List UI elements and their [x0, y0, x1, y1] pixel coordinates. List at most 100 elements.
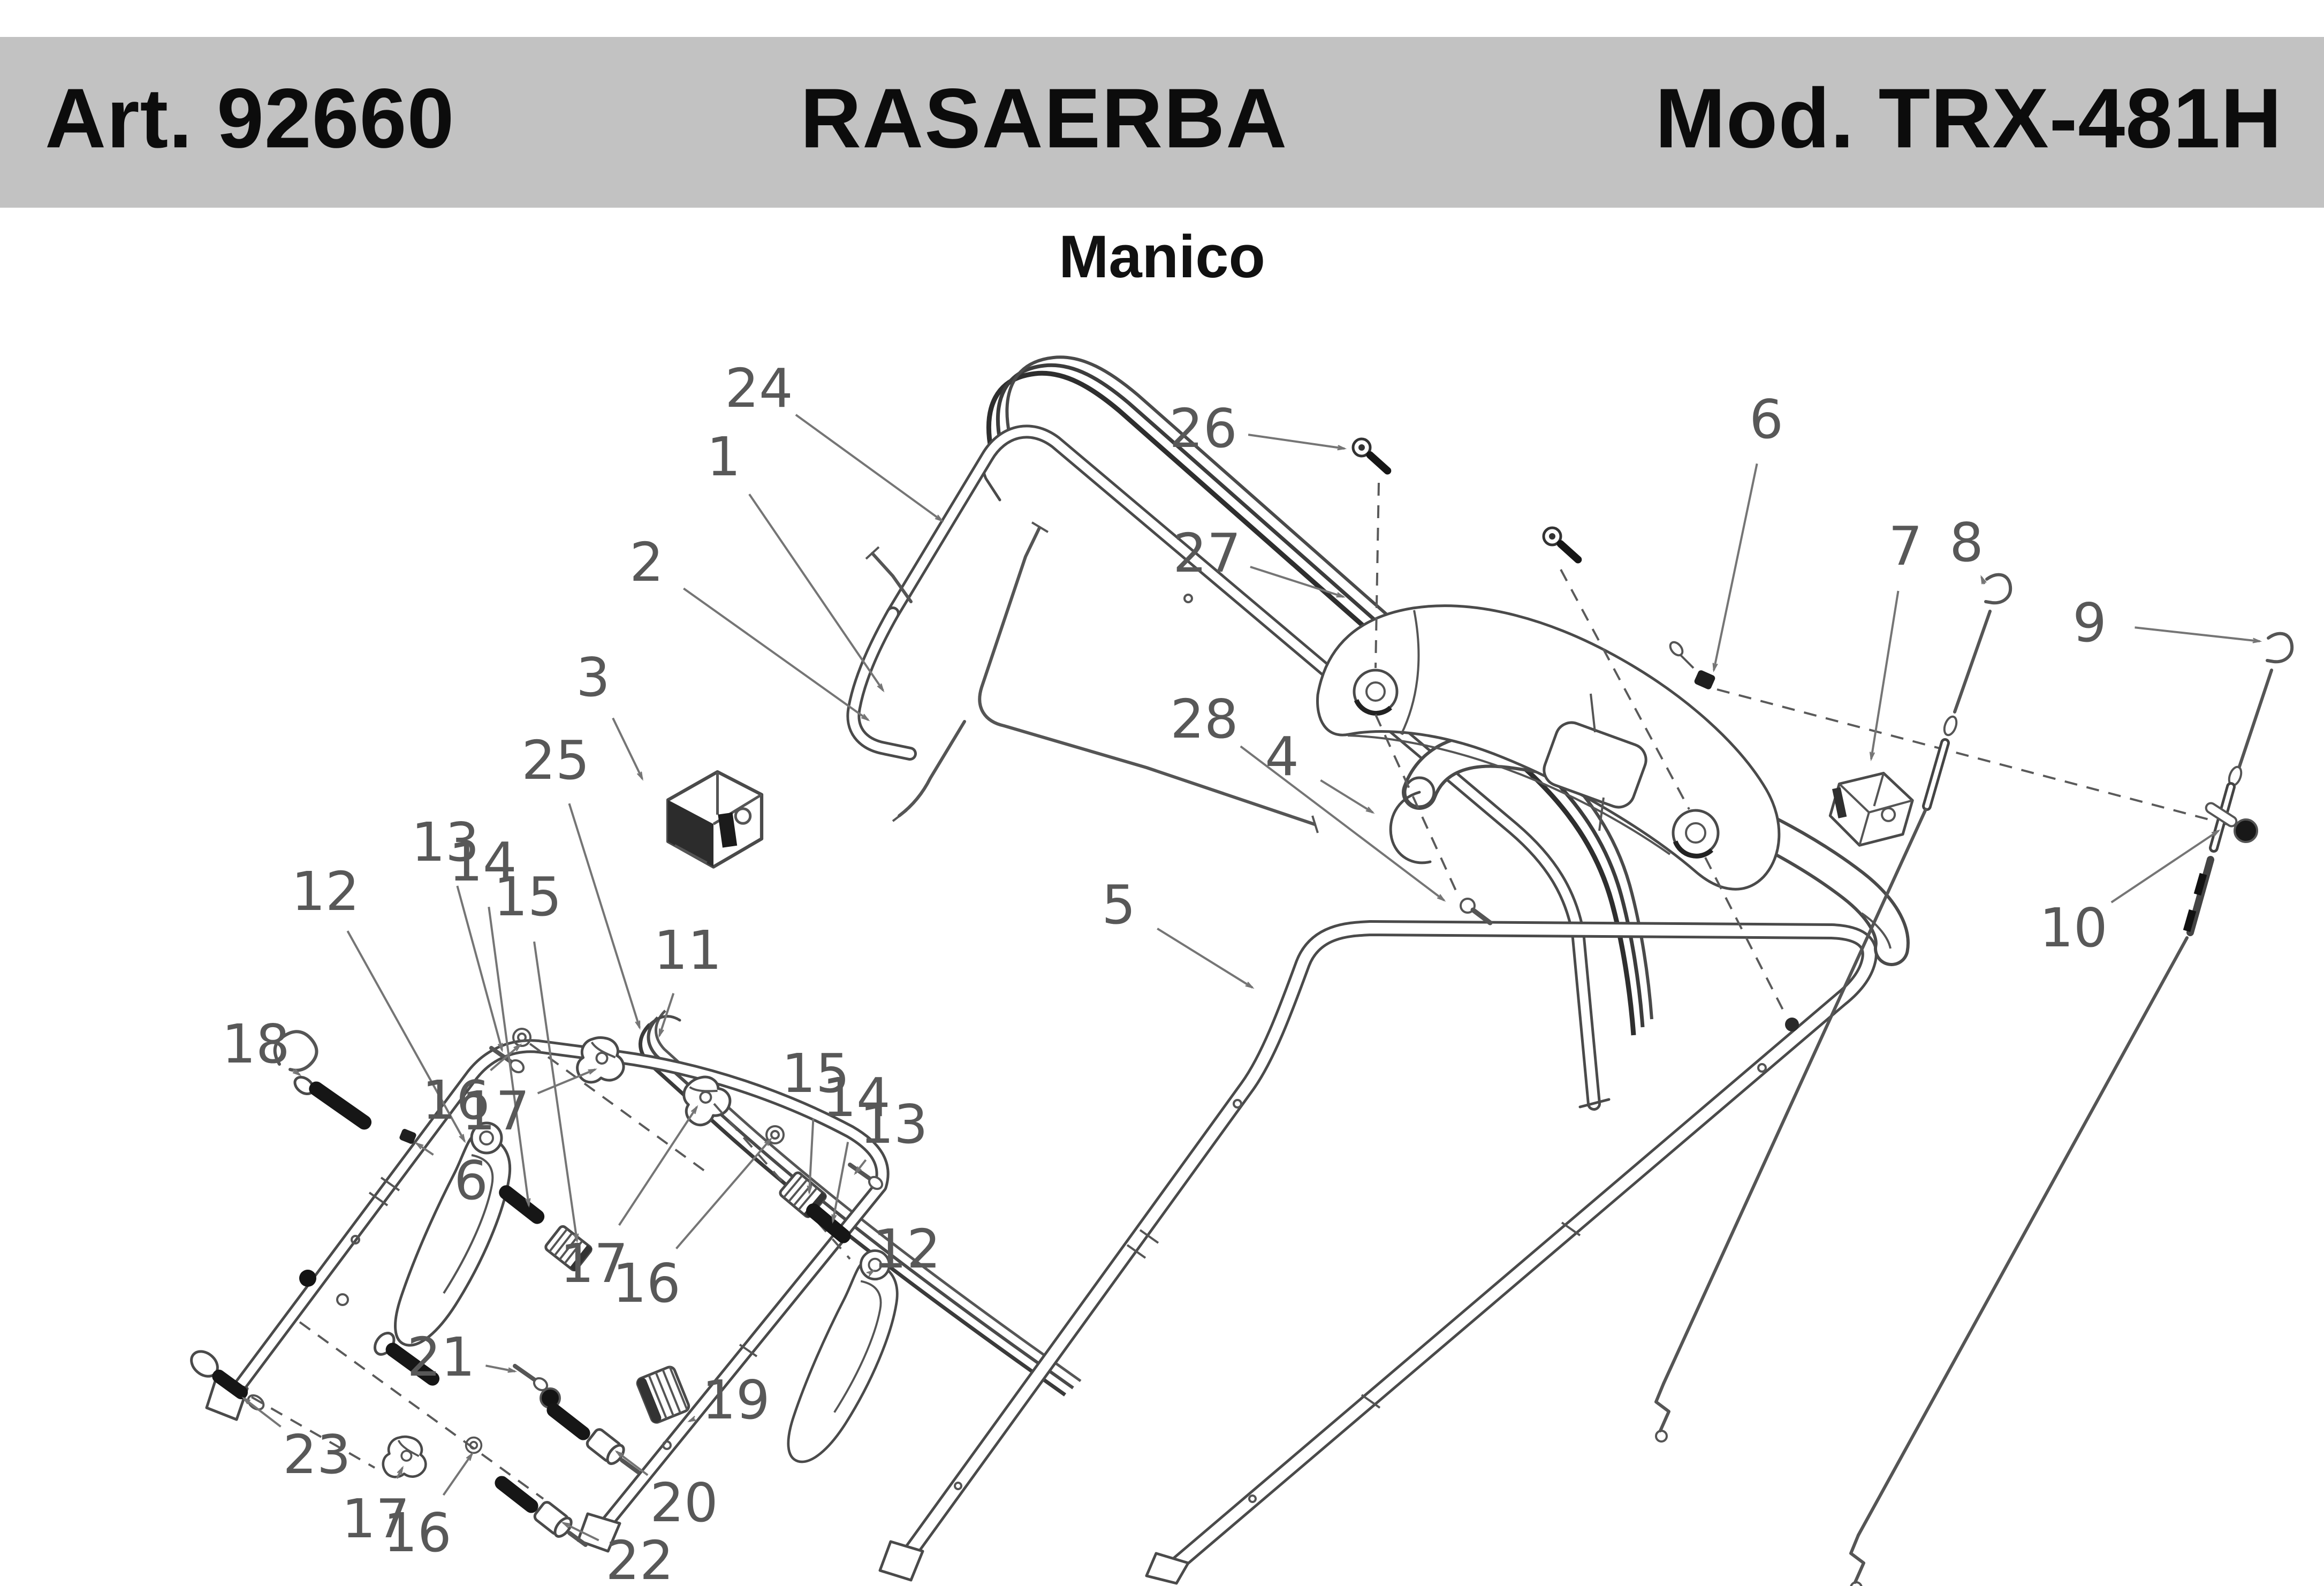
leader-line-1 — [748, 494, 883, 690]
leader-line-12 — [346, 930, 465, 1141]
pin-14-left — [499, 1185, 545, 1224]
leader-line-14 — [833, 1142, 849, 1221]
part-callout-14: 14 — [449, 831, 517, 893]
throttle-rod-2 — [865, 521, 1319, 833]
leader-line-11 — [658, 993, 675, 1036]
panel-screw-28 — [1374, 714, 1493, 925]
part-callout-15: 15 — [493, 866, 561, 928]
leader-line-24 — [795, 414, 942, 521]
part-callout-24: 24 — [725, 357, 793, 420]
leader-line-23 — [244, 1398, 282, 1428]
part-callout-2: 2 — [629, 531, 664, 594]
nut-6-left — [399, 1129, 416, 1144]
leader-line-5 — [1157, 928, 1252, 988]
assembly-axis-mid — [713, 1103, 851, 1260]
part-callout-23: 23 — [283, 1423, 351, 1486]
leader-line-17 — [396, 1468, 402, 1479]
part-callout-17: 17 — [341, 1488, 409, 1550]
knob-bracket-17-left — [574, 1033, 630, 1090]
assembly-axis-left — [529, 1043, 708, 1173]
part-callout-6: 6 — [1749, 388, 1783, 451]
part-callout-17: 17 — [560, 1232, 628, 1295]
part-callout-13: 13 — [411, 811, 479, 874]
part-callout-12: 12 — [872, 1218, 940, 1280]
part-callout-14: 14 — [822, 1066, 890, 1129]
part-callout-12: 12 — [291, 860, 359, 923]
part-callout-10: 10 — [2039, 897, 2107, 959]
cable-clamp-7 — [1819, 761, 1918, 856]
panel-screw-26 — [1353, 439, 1393, 669]
cable-clamp-3 — [666, 770, 764, 869]
leader-line-8 — [1980, 577, 1985, 585]
control-cable-9 — [1851, 634, 2292, 1586]
handle-nut-6-top — [1669, 641, 2238, 828]
leader-line-15 — [809, 1118, 815, 1193]
leader-line-6 — [416, 1143, 434, 1156]
part-callout-7: 7 — [1888, 515, 1923, 578]
dome-washer — [299, 1270, 316, 1287]
leader-line-3 — [612, 717, 642, 779]
leader-line-9 — [2135, 626, 2260, 641]
bolt-20 — [546, 1403, 640, 1474]
part-callout-16: 16 — [383, 1501, 451, 1564]
part-callouts: 2412325121314151118161761514131217161716… — [222, 357, 2260, 1586]
bolt-23 — [190, 1350, 265, 1411]
part-callout-26: 26 — [1169, 397, 1237, 460]
leader-line-7 — [1871, 590, 1900, 759]
leader-line-6 — [1714, 463, 1758, 670]
model-number: Mod. TRX-481H — [1655, 71, 2282, 165]
upper-handlebar-tube-1 — [846, 424, 1611, 1111]
part-callout-16: 16 — [422, 1069, 490, 1132]
leader-line-16 — [442, 1454, 472, 1496]
control-cable-8 — [1656, 575, 2010, 1441]
leader-line-2 — [683, 587, 868, 720]
leader-line-20 — [617, 1452, 649, 1476]
part-callout-17: 17 — [461, 1080, 529, 1142]
part-callout-16: 16 — [612, 1252, 680, 1315]
cable-screw-10 — [2205, 802, 2258, 843]
leader-line-14 — [488, 906, 529, 1205]
diagram-title: Manico — [1059, 223, 1265, 290]
lower-handle-tube-11 — [205, 1039, 890, 1553]
part-callout-28: 28 — [1170, 688, 1238, 750]
leader-line-27 — [1250, 566, 1343, 598]
part-callout-8: 8 — [1949, 511, 1984, 574]
part-callout-18: 18 — [222, 1013, 290, 1075]
part-callout-3: 3 — [576, 646, 610, 709]
leader-line-16 — [675, 1139, 771, 1249]
assembly-axis-bottom1 — [299, 1321, 544, 1500]
leader-line-13 — [855, 1159, 867, 1173]
screw-21 — [515, 1366, 561, 1409]
part-callout-25: 25 — [521, 729, 589, 792]
cable-clip-19 — [636, 1365, 690, 1424]
panel-screw-right — [1544, 528, 1799, 1031]
part-callout-15: 15 — [781, 1042, 849, 1105]
leader-line-19 — [689, 1419, 695, 1422]
leader-line-15 — [533, 941, 577, 1241]
part-callout-27: 27 — [1173, 522, 1241, 585]
part-callout-11: 11 — [654, 919, 721, 982]
article-number: Art. 92660 — [45, 71, 455, 165]
bolt-22 — [495, 1476, 588, 1547]
leader-line-17 — [618, 1107, 697, 1226]
part-callout-21: 21 — [407, 1326, 475, 1388]
hook-bolt-18 — [273, 1030, 372, 1130]
part-callout-1: 1 — [707, 426, 741, 488]
console-panel-27 — [1316, 604, 1781, 891]
leader-line-21 — [485, 1364, 515, 1371]
leader-line-26 — [1248, 434, 1345, 449]
knob-bracket-17-bottom — [379, 1431, 434, 1486]
leader-line-12 — [869, 1271, 874, 1274]
part-callout-9: 9 — [2072, 591, 2107, 654]
assembly-axis-bottom2 — [251, 1396, 375, 1469]
pin-14-right — [806, 1203, 851, 1243]
part-callout-22: 22 — [605, 1529, 673, 1586]
part-callout-19: 19 — [702, 1369, 770, 1431]
title-bar: Art. 92660 RASAERBA Mod. TRX-481H — [0, 37, 2324, 208]
leader-line-25 — [568, 803, 641, 1028]
leader-line-13 — [456, 885, 503, 1050]
product-name: RASAERBA — [800, 71, 1288, 165]
small-washer — [336, 1293, 349, 1306]
